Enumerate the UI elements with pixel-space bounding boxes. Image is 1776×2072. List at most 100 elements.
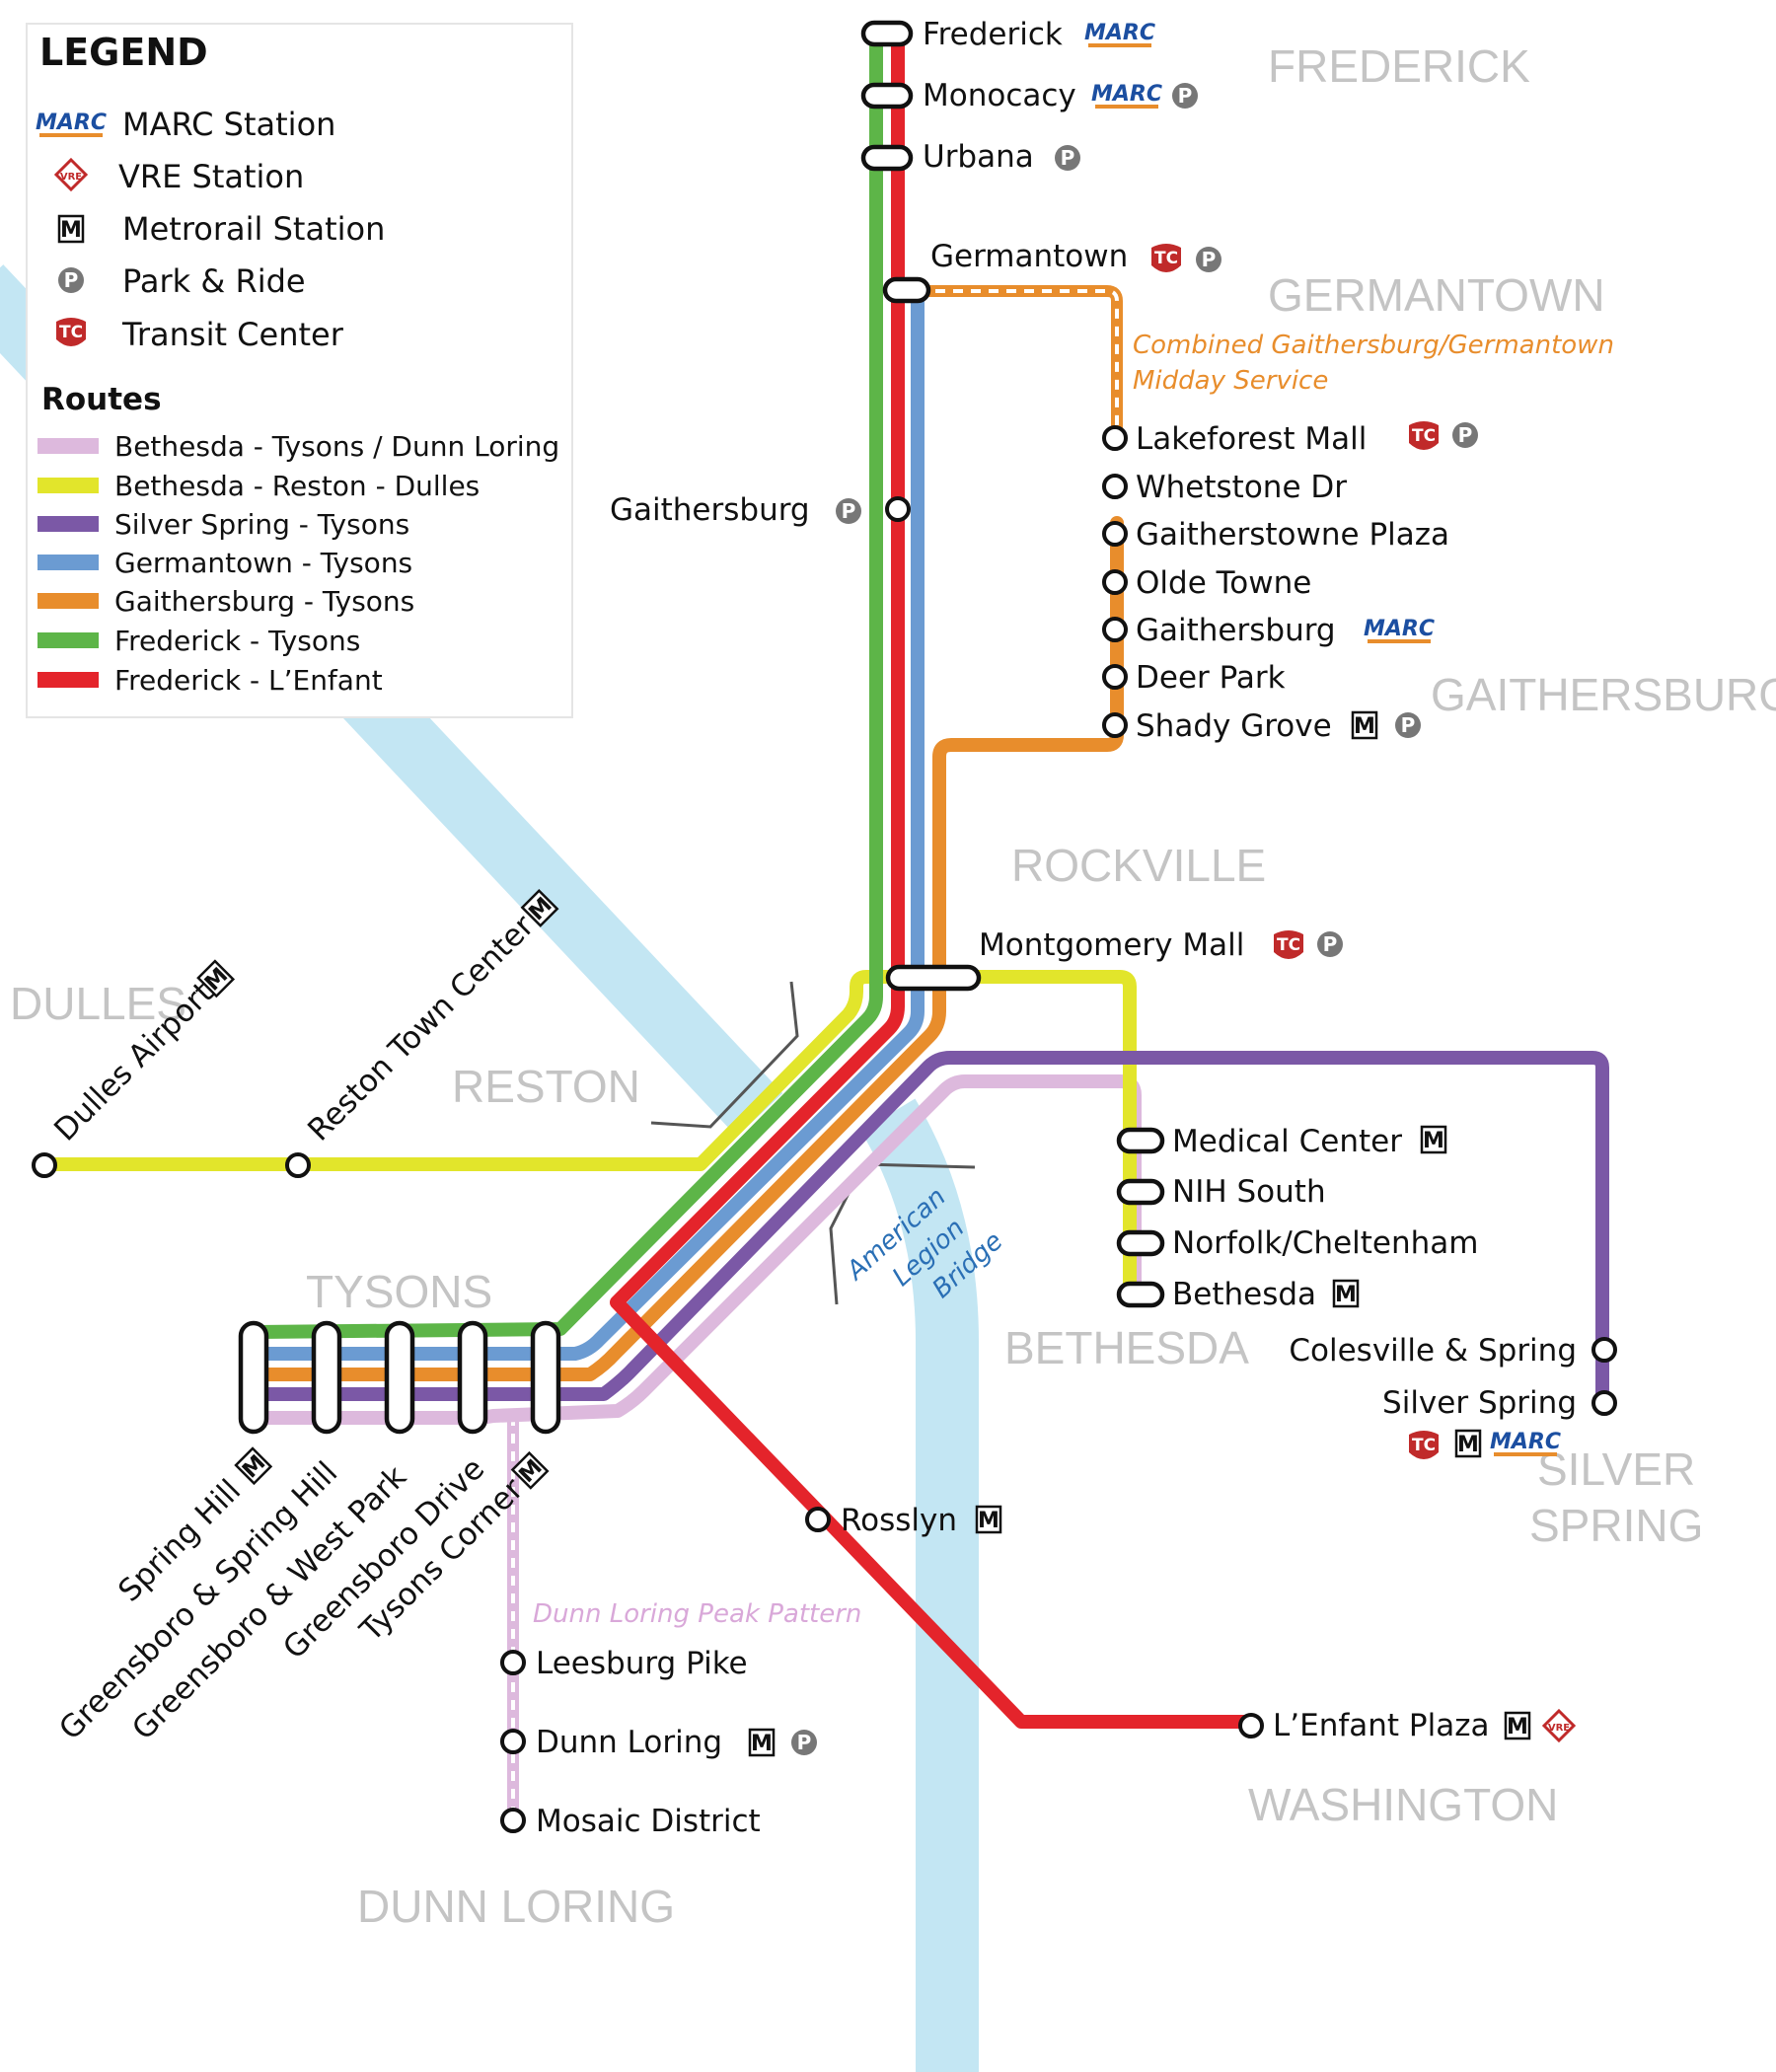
area-rockville: ROCKVILLE xyxy=(1011,840,1266,891)
metrorail-icon xyxy=(1504,1711,1531,1741)
station-frederick: Frederick xyxy=(923,17,1063,52)
area-dulles: DULLES xyxy=(10,978,186,1029)
route-purple xyxy=(250,1051,1609,1415)
station-colesville: Colesville & Spring xyxy=(1289,1333,1577,1369)
marc-icon xyxy=(33,109,110,137)
area-tysons: TYSONS xyxy=(306,1266,492,1317)
area-frederick: FREDERICK xyxy=(1268,40,1530,92)
route-yellow xyxy=(37,970,1137,1301)
legend-icon-label: Park & Ride xyxy=(122,262,306,300)
legend-route-label: Frederick - Tysons xyxy=(114,625,360,657)
routes xyxy=(37,23,1609,1823)
station-gaitherstowne: Gaitherstowne Plaza xyxy=(1136,517,1449,553)
station-labels: Frederick Monocacy Urbana Germantown Gai… xyxy=(536,17,1577,1839)
park-and-ride-icon xyxy=(1317,931,1343,957)
station-greensboro-west-park: Greensboro & West Park xyxy=(125,1459,413,1747)
legend-icon-label: MARC Station xyxy=(122,106,335,143)
metrorail-icon xyxy=(748,1728,776,1758)
metrorail-icon xyxy=(1351,710,1378,741)
station-reston-tc: Reston Town Center xyxy=(301,908,541,1147)
station-dunn-loring: Dunn Loring xyxy=(536,1725,722,1760)
transit-center-icon xyxy=(56,318,86,346)
station-gaithersburg-marc: Gaithersburg xyxy=(1136,613,1336,648)
marc-icon xyxy=(1088,80,1165,109)
legend-swatch-orange xyxy=(37,593,99,609)
legend: LEGEND MARC Station VRE Station Metrorai… xyxy=(26,23,573,718)
metrorail-icon xyxy=(1332,1279,1360,1309)
metrorail-icon xyxy=(1420,1125,1447,1155)
legend-icon-label: Metrorail Station xyxy=(122,210,385,248)
park-and-ride-icon xyxy=(1452,422,1478,448)
park-and-ride-icon xyxy=(1196,247,1221,272)
legend-icon-label: Transit Center xyxy=(121,316,344,353)
note-dunn-peak: Dunn Loring Peak Pattern xyxy=(533,1599,861,1629)
legend-swatch-red xyxy=(37,672,99,688)
station-medical-center: Medical Center xyxy=(1172,1124,1402,1159)
station-leesburg-pike: Leesburg Pike xyxy=(536,1646,748,1681)
route-orange xyxy=(250,516,1124,1381)
legend-route-label: Frederick - L’Enfant xyxy=(114,664,383,697)
park-and-ride-icon xyxy=(1395,712,1421,738)
marc-icon xyxy=(1487,1428,1564,1456)
station-markers xyxy=(32,20,1617,1833)
route-green xyxy=(250,23,883,1339)
station-montgomery-mall: Montgomery Mall xyxy=(979,927,1244,963)
legend-route-label: Silver Spring - Tysons xyxy=(114,508,409,541)
area-silver: SILVER xyxy=(1537,1443,1695,1495)
station-norfolk: Norfolk/Cheltenham xyxy=(1172,1225,1478,1261)
metrorail-icon xyxy=(1454,1429,1482,1459)
marc-icon xyxy=(1361,615,1438,643)
transit-center-icon xyxy=(1409,1431,1439,1459)
metrorail-icon xyxy=(57,214,85,245)
legend-title: LEGEND xyxy=(39,31,208,74)
station-silver-spring: Silver Spring xyxy=(1382,1385,1577,1421)
vre-icon xyxy=(1542,1709,1576,1742)
legend-swatch-purple xyxy=(37,516,99,532)
station-gaithersburg-pr: Gaithersburg xyxy=(610,492,810,528)
station-monocacy: Monocacy xyxy=(923,78,1076,113)
area-washington: WASHINGTON xyxy=(1248,1779,1558,1830)
legend-swatch-yellow xyxy=(37,478,99,493)
legend-swatch-green xyxy=(37,632,99,648)
transit-center-icon xyxy=(1409,421,1439,450)
legend-routes-title: Routes xyxy=(41,382,162,417)
station-shady-grove: Shady Grove xyxy=(1136,708,1332,744)
metrorail-icon xyxy=(975,1505,1002,1535)
area-gaithersburg: GAITHERSBURG xyxy=(1431,669,1776,720)
park-and-ride-icon xyxy=(1172,83,1198,109)
route-blue xyxy=(250,284,925,1361)
station-lakeforest: Lakeforest Mall xyxy=(1136,421,1367,457)
legend-route-label: Gaithersburg - Tysons xyxy=(114,585,414,618)
station-deer-park: Deer Park xyxy=(1136,660,1286,696)
note-combined-2: Midday Service xyxy=(1133,366,1328,396)
area-reston: RESTON xyxy=(452,1061,640,1112)
area-germantown: GERMANTOWN xyxy=(1268,269,1605,321)
route-red xyxy=(610,23,1255,1729)
station-germantown: Germantown xyxy=(930,239,1128,274)
park-and-ride-icon xyxy=(1055,145,1080,171)
marc-icon xyxy=(1081,19,1158,47)
transit-center-icon xyxy=(1274,930,1303,959)
park-and-ride-icon xyxy=(58,267,84,293)
station-mosaic: Mosaic District xyxy=(536,1804,761,1839)
legend-route-label: Bethesda - Reston - Dulles xyxy=(114,470,480,502)
area-spring: SPRING xyxy=(1529,1500,1703,1551)
station-bethesda: Bethesda xyxy=(1172,1277,1316,1312)
legend-route-label: Germantown - Tysons xyxy=(114,547,412,579)
park-and-ride-icon xyxy=(836,498,861,524)
station-lenfant: L’Enfant Plaza xyxy=(1273,1708,1490,1743)
legend-icon-label: VRE Station xyxy=(118,158,304,195)
station-rosslyn: Rosslyn xyxy=(841,1503,957,1538)
area-bethesda: BETHESDA xyxy=(1004,1322,1249,1373)
legend-route-label: Bethesda - Tysons / Dunn Loring xyxy=(114,430,559,463)
station-olde-towne: Olde Towne xyxy=(1136,565,1311,601)
area-labels: FREDERICK GERMANTOWN GAITHERSBURG ROCKVI… xyxy=(10,40,1776,1932)
station-whetstone: Whetstone Dr xyxy=(1136,470,1347,505)
area-dunn-loring: DUNN LORING xyxy=(357,1881,675,1932)
note-combined-1: Combined Gaithersburg/Germantown xyxy=(1133,331,1614,360)
transit-center-icon xyxy=(1151,244,1181,272)
park-and-ride-icon xyxy=(791,1730,817,1755)
metrorail-icon xyxy=(234,1446,273,1486)
station-urbana: Urbana xyxy=(923,139,1034,175)
